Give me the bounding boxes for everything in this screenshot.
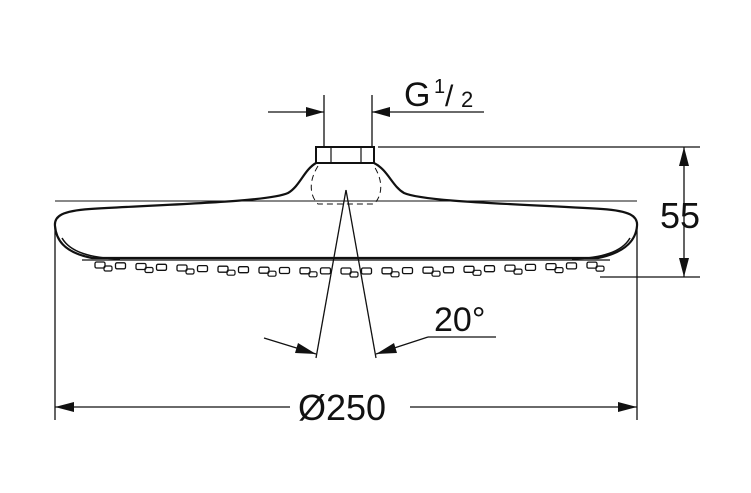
angle-dimension	[263, 336, 496, 355]
nozzle	[349, 271, 359, 278]
nozzle	[144, 266, 154, 274]
nozzle	[114, 262, 127, 270]
nozzle	[504, 264, 516, 272]
nozzle	[299, 267, 311, 275]
nozzle	[586, 261, 598, 269]
nozzle	[196, 264, 209, 273]
nozzle	[278, 266, 291, 275]
nozzle	[226, 269, 236, 276]
nozzle	[258, 266, 270, 274]
nozzle	[155, 263, 168, 271]
nozzle	[431, 270, 441, 277]
nozzle	[463, 265, 475, 273]
nozzle	[103, 265, 113, 272]
nozzle	[565, 262, 578, 270]
nozzle	[524, 263, 537, 272]
nozzle	[483, 265, 496, 273]
nozzle	[442, 266, 455, 274]
nozzle	[308, 271, 318, 278]
thread-dimension	[268, 95, 484, 147]
nozzle	[595, 265, 605, 272]
connector-nut	[315, 146, 375, 164]
thread-fraction-denominator: 2	[461, 87, 473, 112]
nozzle	[135, 262, 147, 271]
nozzle	[94, 261, 106, 269]
nozzle	[422, 266, 434, 274]
height-dimension	[378, 146, 700, 278]
nozzle	[381, 267, 393, 275]
thread-label: G	[404, 76, 430, 114]
nozzle	[513, 268, 523, 275]
nozzle	[390, 271, 400, 278]
diameter-label: Ø250	[298, 387, 386, 428]
nozzle	[237, 266, 250, 274]
nozzle	[554, 267, 564, 274]
nozzle	[545, 262, 557, 271]
nozzle	[217, 265, 229, 273]
nozzle	[319, 267, 332, 275]
shower-head	[53, 146, 639, 261]
spray-angle-lines	[315, 189, 377, 359]
nozzle	[267, 270, 277, 277]
nozzle	[185, 268, 195, 275]
nozzle	[176, 264, 188, 272]
diameter-dimension	[54, 226, 638, 420]
shower-head-outline	[53, 162, 639, 260]
thread-fraction-numerator: 1	[434, 76, 445, 98]
nozzle	[401, 266, 414, 275]
nozzle	[472, 269, 482, 276]
nozzle-row	[94, 261, 605, 278]
angle-label: 20°	[434, 301, 485, 339]
nozzle	[360, 267, 373, 275]
thread-fraction-slash: /	[445, 80, 454, 113]
nozzle	[340, 267, 352, 275]
height-label: 55	[660, 195, 700, 236]
